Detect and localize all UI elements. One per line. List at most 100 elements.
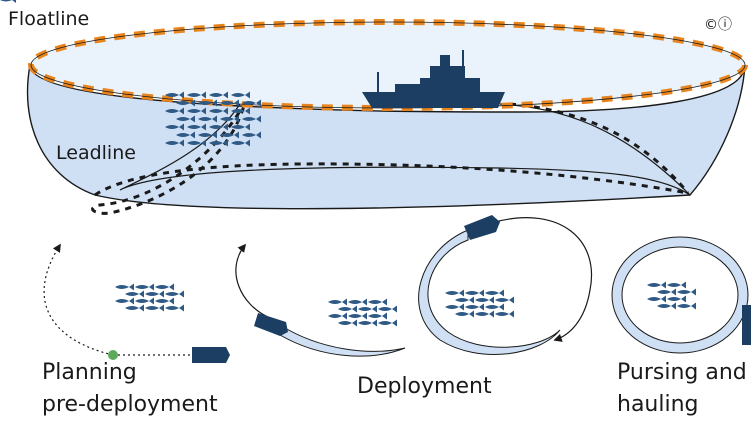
fish-school-2 [328,298,397,327]
fish [145,304,164,312]
fish [242,115,261,123]
fish [176,131,195,139]
leadline-label: Leadline [56,142,136,164]
purse-seine-3d [0,0,748,215]
vessel-small-1 [192,347,230,363]
floatline-label: Floatline [8,8,90,30]
fish [242,99,261,107]
stage3-label-line2: hauling [617,392,699,417]
stage1-label-line2: pre-deployment [42,392,218,417]
fish [176,115,195,123]
fish [348,312,367,320]
fish [455,296,474,304]
fish [328,312,347,320]
fish [231,91,250,99]
fish-school-4 [647,281,696,310]
fish-school-1 [115,283,184,312]
deployment-track [235,243,271,319]
fish [115,297,134,305]
fish [231,107,250,115]
stage2-label: Deployment [357,374,492,399]
fish [465,303,484,311]
fish [220,99,239,107]
fish [647,281,666,289]
fish [657,302,676,310]
fish [378,305,397,313]
fish [176,99,195,107]
fish [125,304,144,312]
fish [358,319,377,327]
stage3-label-line1: Pursing and [617,360,747,385]
fish-school-3 [445,289,514,318]
fish-school-net [0,0,16,3]
fish [209,123,228,131]
fish [209,139,228,147]
fish [368,312,387,320]
fish [465,289,484,297]
fish [165,139,184,147]
fish [209,107,228,115]
stage-planning [43,243,230,363]
fish [667,281,686,289]
fish [231,123,250,131]
fish [338,305,357,313]
fish [455,310,474,318]
fish [475,296,494,304]
fish [475,310,494,318]
vessel-small-2 [254,313,288,336]
fish [667,295,686,303]
fish [165,304,184,312]
fish [495,310,514,318]
fish [647,295,666,303]
fish [145,290,164,298]
fish [198,99,217,107]
fish [368,298,387,306]
water-surface [31,22,745,108]
fish [198,115,217,123]
encircling-net [418,229,561,355]
fish [328,298,347,306]
stage1-label-line1: Planning [42,360,137,385]
fish [198,131,217,139]
fish [187,91,206,99]
net-inner-curve [119,103,691,196]
fish [231,139,250,147]
fish-school-net [165,91,261,147]
fish [165,107,184,115]
fish [187,107,206,115]
fish [348,298,367,306]
start-point [108,350,118,360]
planned-path [43,243,114,356]
stage-deployment [235,243,406,357]
fish [155,283,174,291]
fish [485,303,504,311]
fish [677,302,696,310]
stage-pursing [611,236,751,354]
fish [338,319,357,327]
fish [165,123,184,131]
fish [378,319,397,327]
fish [495,296,514,304]
fish [677,288,696,296]
license-icon: ©ⓘ [704,17,732,33]
fish [187,139,206,147]
fish [209,91,228,99]
fish [125,290,144,298]
fishing-vessel [362,50,505,108]
vessel-small-4 [742,305,751,345]
fish [445,303,464,311]
encircle-track [494,217,592,342]
pursed-net-inner [621,246,739,344]
fish [155,297,174,305]
fish [485,289,504,297]
fish [165,91,184,99]
leadline-left [91,101,247,215]
fish [657,288,676,296]
fish [242,131,261,139]
fish [445,289,464,297]
fish [220,131,239,139]
vessel-small-3 [464,215,500,240]
leadline-right [509,102,690,194]
stage-encircle [418,215,592,355]
